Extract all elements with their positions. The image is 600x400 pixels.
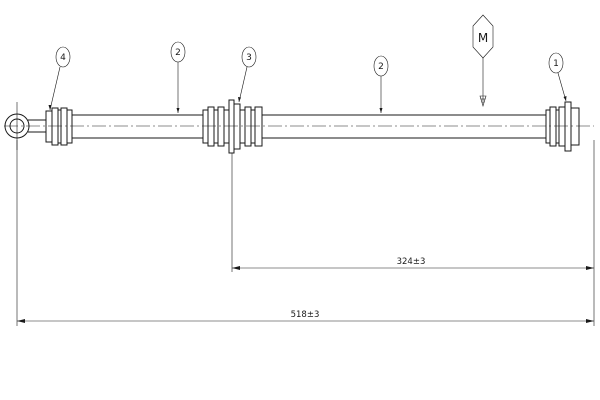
dimension-518-label: 518±3 [291, 310, 320, 320]
hose-body [72, 114, 546, 139]
callout-2-left-label: 2 [175, 48, 181, 58]
dimension-324-label: 324±3 [397, 257, 426, 267]
callout-2-left: 2 [170, 41, 186, 113]
marker-m-label: M [478, 31, 488, 45]
dimension-324: 324±3 [232, 257, 594, 270]
dimension-518: 518±3 [17, 310, 594, 323]
right-end-fitting [545, 101, 580, 152]
callout-2-right: 2 [373, 55, 389, 113]
callout-4: 4 [48, 46, 71, 111]
left-end-fitting [4, 102, 73, 150]
callout-2-right-label: 2 [378, 62, 384, 72]
callout-1: 1 [548, 52, 567, 102]
middle-bracket [202, 99, 263, 154]
callout-1-label: 1 [553, 59, 559, 69]
marker-m: M [472, 14, 494, 108]
callout-3-label: 3 [246, 53, 252, 63]
callout-4-label: 4 [60, 53, 66, 63]
callout-3: 3 [238, 46, 257, 103]
